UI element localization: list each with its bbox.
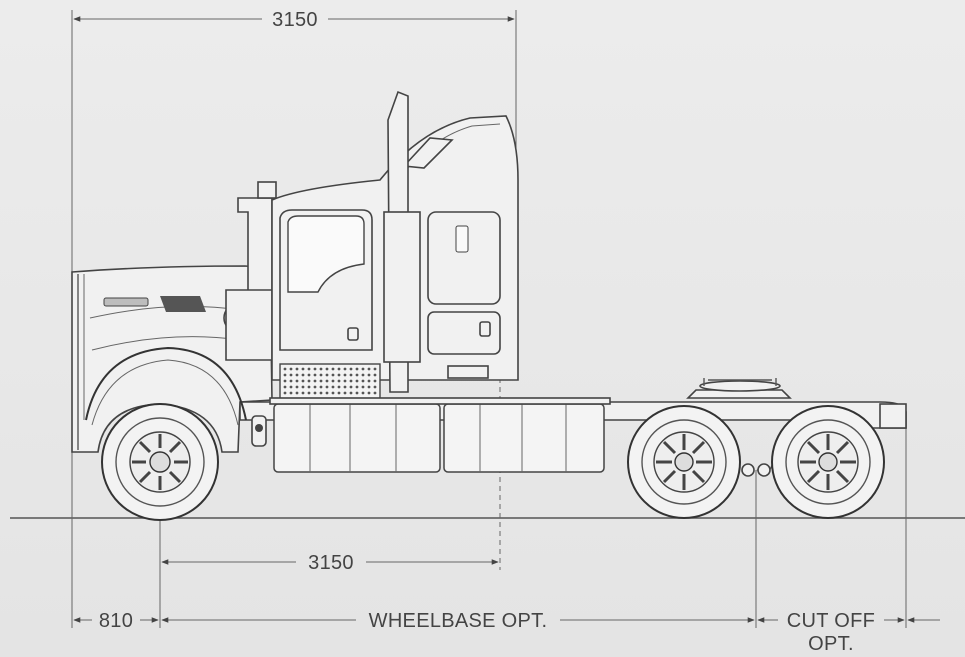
cab-window — [287, 215, 365, 293]
dimension-cutoff: CUT OFF OPT. — [757, 610, 940, 655]
fifth-wheel — [686, 378, 792, 399]
dimension-top: 3150 — [73, 9, 515, 31]
sleeper-window — [455, 225, 469, 253]
rear-frame-end — [879, 403, 907, 429]
cutoff-label-line2: OPT. — [808, 633, 854, 655]
dimension-middle-label: 3150 — [308, 552, 354, 574]
sleeper-handle — [479, 321, 491, 337]
cutoff-label-line1: CUT OFF — [787, 610, 875, 632]
sleeper-window-panel — [427, 211, 501, 305]
fuel-tank-right — [443, 403, 605, 473]
rear-wheel-rear — [771, 405, 885, 519]
dimension-middle: 3150 — [161, 552, 499, 574]
hood — [71, 265, 273, 453]
front-wheel — [101, 403, 219, 521]
dimension-wheelbase: WHEELBASE OPT. — [161, 610, 755, 632]
dimension-top-label: 3150 — [272, 9, 318, 31]
front-fender — [85, 346, 247, 421]
wheelbase-label: WHEELBASE OPT. — [369, 610, 548, 632]
front-overhang-label: 810 — [99, 610, 133, 632]
hood-badge — [103, 297, 149, 307]
door-handle — [347, 327, 359, 341]
truck-drawing — [71, 90, 907, 521]
dimension-front-overhang: 810 — [73, 610, 159, 632]
hood-logo — [160, 296, 206, 312]
fuel-tank-left — [273, 403, 441, 473]
rear-wheel-front — [627, 405, 741, 519]
